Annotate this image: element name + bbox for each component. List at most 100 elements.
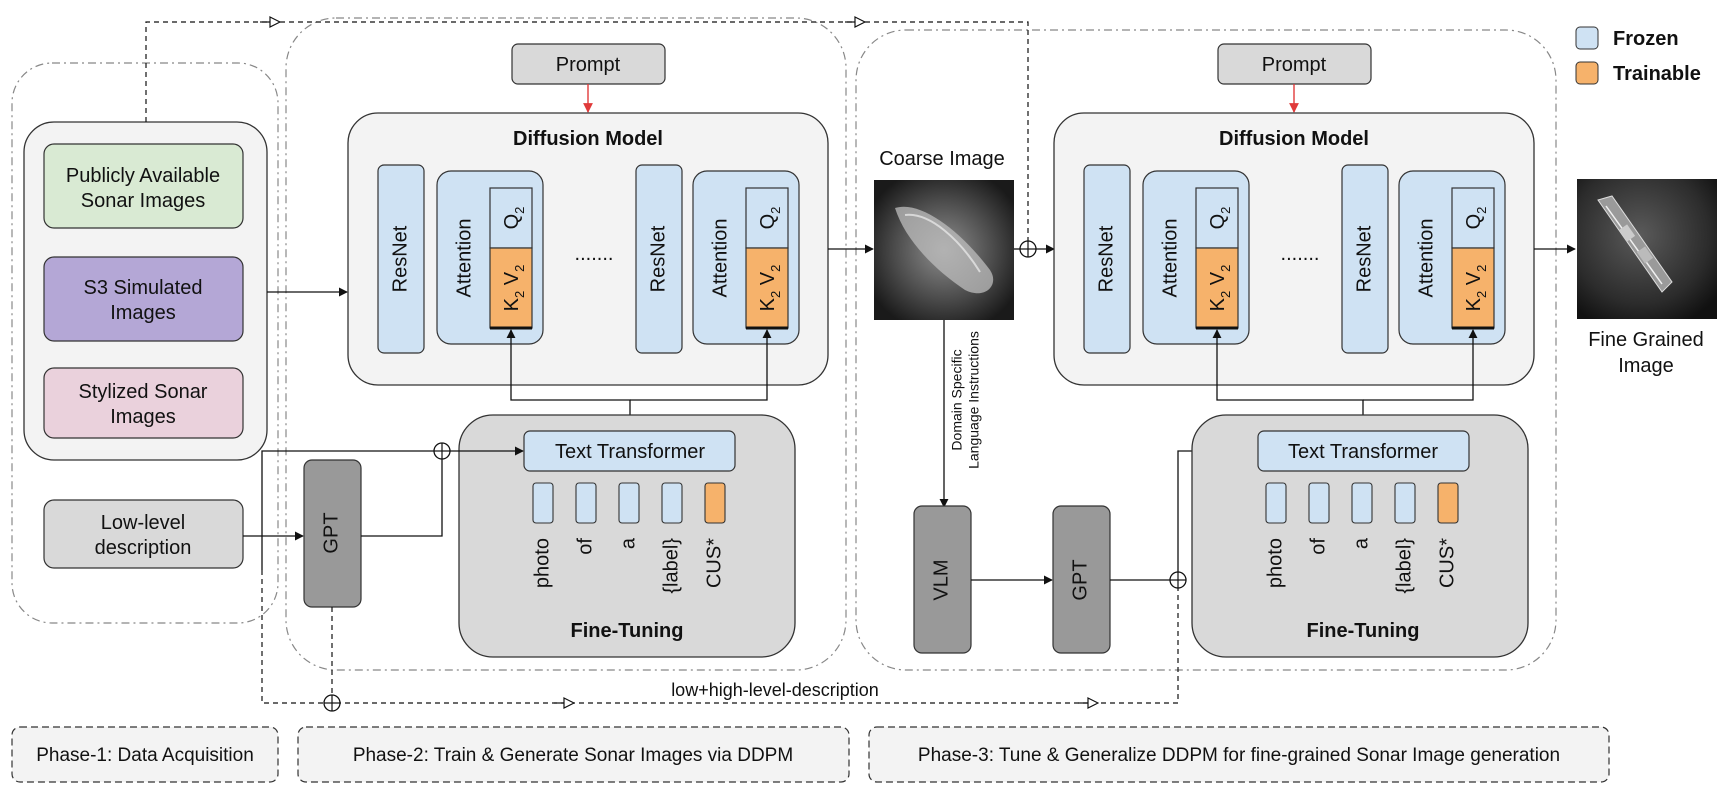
p3-q-sub-2: 2 xyxy=(1474,207,1489,214)
p3-resnet-2 xyxy=(1341,164,1389,354)
p3-q-1: Q xyxy=(1207,214,1229,230)
p2-k-1: K xyxy=(501,297,523,311)
p3-token-box-1 xyxy=(1265,482,1287,524)
p2-q-cell-1 xyxy=(489,187,533,249)
p3-prompt-label: Prompt xyxy=(1262,54,1327,76)
vlm-label: VLM xyxy=(930,559,952,600)
p3-q-cell-2 xyxy=(1451,187,1495,249)
p3-resnet-2-label: ResNet xyxy=(1353,225,1375,292)
domain-instructions-1: Domain Specific xyxy=(949,349,965,450)
p2-token-5: CUS* xyxy=(703,538,725,588)
p2-q-2: Q xyxy=(757,214,779,230)
p2-token-3: a xyxy=(617,537,639,549)
p3-v-1: V xyxy=(1207,271,1229,285)
p3-q-cell-1 xyxy=(1195,187,1239,249)
p2-v-2: V xyxy=(757,271,779,285)
phase2-group xyxy=(285,17,847,671)
public-sonar-label-1: Publicly Available xyxy=(66,165,220,187)
p3-token-box-2 xyxy=(1308,482,1330,524)
low-level-box xyxy=(43,499,244,569)
p2-prompt-label: Prompt xyxy=(556,54,621,76)
fine-grained-label-1: Fine Grained xyxy=(1588,329,1704,351)
simulated-label-2: Images xyxy=(110,302,176,324)
p3-diffusion-title: Diffusion Model xyxy=(1219,128,1369,150)
p3-gpt-label: GPT xyxy=(1069,559,1091,600)
p2-resnet-1 xyxy=(377,164,425,354)
p2-token-box-3 xyxy=(618,482,640,524)
svg-text:Q2: Q2 xyxy=(1463,207,1489,230)
phase3-group xyxy=(855,29,1557,671)
fine-grained-image xyxy=(1577,179,1717,319)
p3-v-sub-2: 2 xyxy=(1474,265,1489,272)
p3-k-2: K xyxy=(1463,297,1485,311)
svg-text:K2 V2: K2 V2 xyxy=(1207,265,1233,312)
p2-v-sub-1: 2 xyxy=(512,265,527,272)
p2-resnet-2 xyxy=(635,164,683,354)
stylized-label-2: Images xyxy=(110,406,176,428)
coarse-image xyxy=(874,180,1014,320)
p3-token-2: of xyxy=(1307,538,1329,555)
p2-token-box-5 xyxy=(704,482,726,524)
p2-resnet-2-label: ResNet xyxy=(647,225,669,292)
p3-kv-cell-1 xyxy=(1195,247,1239,329)
p3-resnet-1 xyxy=(1083,164,1131,354)
description-label: low+high-level-description xyxy=(671,680,879,700)
domain-instructions-2: Language Instructions xyxy=(966,331,982,469)
p2-token-box-4 xyxy=(661,482,683,524)
p2-finetuning-panel xyxy=(458,414,796,658)
svg-text:Q2: Q2 xyxy=(757,207,783,230)
p3-token-box-3 xyxy=(1351,482,1373,524)
p3-token-4: {label} xyxy=(1393,538,1415,594)
p3-token-5: CUS* xyxy=(1436,538,1458,588)
p2-diffusion-title: Diffusion Model xyxy=(513,128,663,150)
low-level-label-1: Low-level xyxy=(101,512,185,534)
p2-token-2: of xyxy=(574,538,596,555)
phase1-label-box xyxy=(11,726,279,783)
phase2-label: Phase-2: Train & Generate Sonar Images v… xyxy=(353,745,793,766)
p3-k-sub-1: 2 xyxy=(1218,291,1233,298)
p2-finetuning-label: Fine-Tuning xyxy=(571,620,684,642)
p2-q-1: Q xyxy=(501,214,523,230)
svg-text:Q2: Q2 xyxy=(1207,207,1233,230)
phase3-label-box xyxy=(868,726,1610,783)
legend-frozen-swatch xyxy=(1575,26,1599,50)
legend: Frozen Trainable xyxy=(1575,26,1701,85)
public-sonar-label-2: Sonar Images xyxy=(81,190,206,212)
p3-finetuning-panel xyxy=(1191,414,1529,658)
legend-trainable-label: Trainable xyxy=(1613,63,1701,85)
svg-text:Q2: Q2 xyxy=(501,207,527,230)
p3-text-transformer-label: Text Transformer xyxy=(1288,441,1438,463)
p3-attention-2-label: Attention xyxy=(1415,219,1437,298)
phase1-group xyxy=(11,62,279,624)
simulated-box xyxy=(43,256,244,342)
p3-token-3: a xyxy=(1350,537,1372,549)
p3-v-sub-1: 2 xyxy=(1218,265,1233,272)
p2-k-sub-1: 2 xyxy=(512,291,527,298)
p2-v-sub-2: 2 xyxy=(768,265,783,272)
p3-q-2: Q xyxy=(1463,214,1485,230)
stylized-box xyxy=(43,367,244,439)
stylized-label-1: Stylized Sonar xyxy=(79,381,208,403)
p2-q-sub-1: 2 xyxy=(512,207,527,214)
p2-kv-cell-1 xyxy=(489,247,533,329)
p3-k-1: K xyxy=(1207,297,1229,311)
p2-text-transformer-label: Text Transformer xyxy=(555,441,705,463)
p2-gpt-label: GPT xyxy=(320,512,342,553)
p2-resnet-1-label: ResNet xyxy=(389,225,411,292)
p2-token-box-2 xyxy=(575,482,597,524)
p2-token-1: photo xyxy=(531,538,553,588)
p3-text-transformer xyxy=(1257,430,1470,472)
p2-attention-2-label: Attention xyxy=(709,219,731,298)
p3-token-1: photo xyxy=(1264,538,1286,588)
legend-frozen-label: Frozen xyxy=(1613,28,1679,50)
p2-token-4: {label} xyxy=(660,538,682,594)
svg-text:K2 V2: K2 V2 xyxy=(1463,265,1489,312)
p3-resnet-1-label: ResNet xyxy=(1095,225,1117,292)
phase2-label-box xyxy=(297,726,850,783)
p3-q-sub-1: 2 xyxy=(1218,207,1233,214)
p3-v-2: V xyxy=(1463,271,1485,285)
p2-text-transformer xyxy=(523,430,736,472)
p2-ellipsis: ....... xyxy=(575,243,614,265)
